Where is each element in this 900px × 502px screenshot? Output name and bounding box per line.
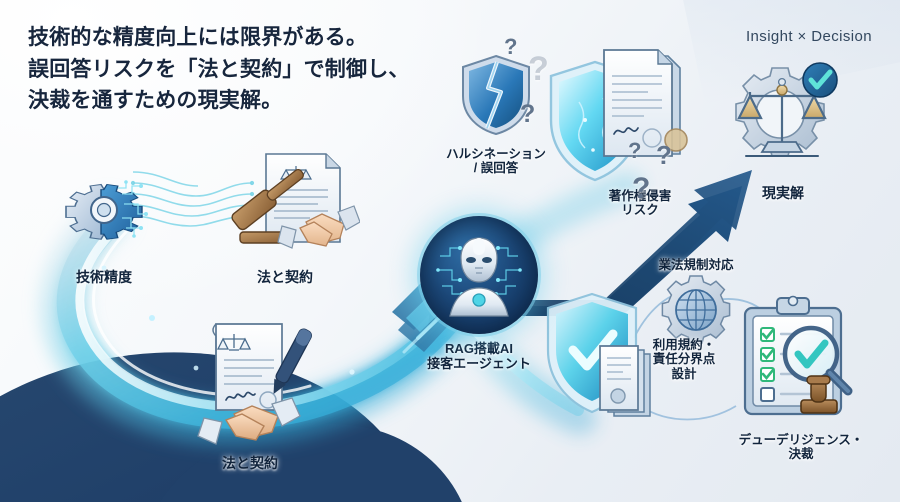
node-tech-accuracy: 技術精度	[44, 166, 164, 285]
question-mark-icon: ?	[504, 34, 518, 59]
node-label: RAG搭載AI 接客エージェント	[427, 341, 531, 371]
clipboard-magnifier-stamp-icon	[716, 292, 886, 429]
question-mark-icon: ?	[628, 138, 642, 163]
brandmark: Insight × Decision	[745, 28, 872, 45]
node-label: デューデリジェンス・ 決裁	[738, 433, 864, 462]
node-law-contract-bottom: 法と契約	[160, 320, 340, 471]
title-line-3: 決裁を通すための現実解。	[28, 89, 283, 112]
node-law-contract-top: 法と契約	[210, 150, 361, 285]
ai-robot-circle-icon	[420, 216, 538, 334]
node-realistic-solution: 現実解	[718, 58, 848, 201]
document-shield-icon	[584, 48, 696, 185]
page-title: 技術的な精度向上には限界がある。 誤回答リスクを「法と契約」で制御し、 決裁を通…	[28, 22, 410, 117]
title-line-1: 技術的な精度向上には限界がある。	[28, 26, 368, 49]
node-ai-agent: RAG搭載AI 接客エージェント	[384, 216, 574, 372]
node-label: 法と契約	[257, 269, 313, 285]
node-terms-liability: 利用規約・ 責任分界点 設計	[630, 334, 738, 381]
title-line-2: 誤回答リスクを「法と契約」で制御し、	[28, 57, 410, 81]
node-label: 利用規約・ 責任分界点 設計	[652, 338, 716, 381]
node-label: 現実解	[762, 185, 804, 201]
contract-pen-handshake-icon	[160, 320, 340, 451]
node-label: 業法規制対応	[658, 258, 734, 272]
question-mark-icon: ?	[528, 50, 549, 88]
gavel-handshake-document-icon	[210, 150, 361, 265]
node-label: 法と契約	[222, 455, 278, 471]
cracked-shield-icon	[436, 52, 556, 143]
scales-gear-check-icon	[718, 58, 848, 181]
node-due-diligence: デューデリジェンス・ 決裁	[716, 292, 886, 462]
gear-circuit-icon	[44, 166, 164, 265]
node-label: ハルシネーション / 誤回答	[446, 147, 546, 176]
question-mark-icon: ?	[520, 100, 536, 128]
node-hallucination: ハルシネーション / 誤回答	[436, 52, 556, 176]
question-mark-icon: ?	[632, 172, 651, 205]
node-label: 技術精度	[76, 269, 132, 285]
question-mark-icon: ?	[656, 140, 672, 170]
